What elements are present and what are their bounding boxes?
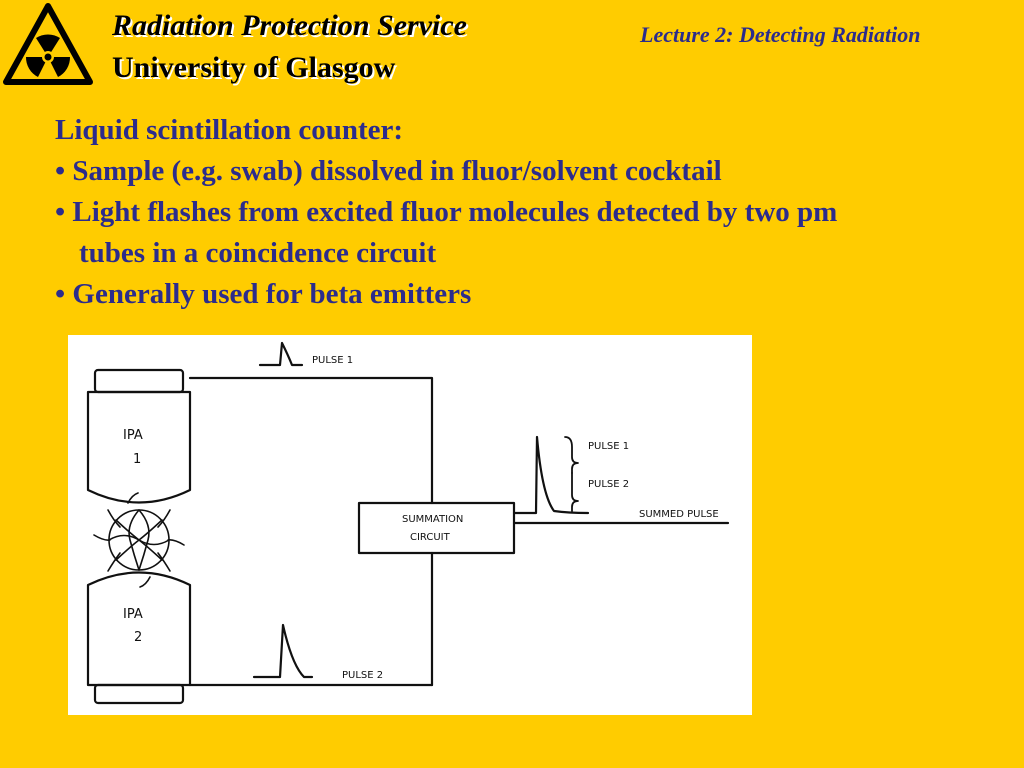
diagram-svg: IPA 1 IPA 2 PULSE 1 PULSE 2 SUMMATION CI… — [86, 341, 730, 705]
bullet-item: • Light flashes from excited fluor molec… — [55, 196, 838, 228]
circuit-wires — [188, 376, 730, 687]
summation-circuit-box — [357, 501, 516, 555]
radiation-trefoil-icon — [3, 3, 93, 85]
bullet-item: • Generally used for beta emitters — [55, 278, 472, 310]
pulse-2-waveform — [252, 623, 314, 679]
tube-1-number: 1 — [133, 452, 141, 467]
bullet-item-continuation: tubes in a coincidence circuit — [79, 237, 437, 269]
coincidence-circuit-diagram: IPA 1 IPA 2 PULSE 1 PULSE 2 SUMMATION CI… — [68, 335, 752, 715]
org-title: Radiation Protection Service — [112, 9, 467, 42]
sum-pulse-1-label: PULSE 1 — [588, 441, 629, 452]
pulse-1-waveform — [258, 341, 304, 367]
tube-1-label: IPA — [123, 428, 143, 443]
slide-content: Liquid scintillation counter: • Sample (… — [55, 110, 995, 315]
sample-vial — [93, 492, 185, 588]
pulse-2-brace — [571, 472, 579, 512]
lecture-title: Lecture 2: Detecting Radiation — [640, 22, 921, 47]
tube-2-number: 2 — [134, 630, 142, 645]
pulse-2-label: PULSE 2 — [342, 670, 383, 681]
sum-pulse-2-label: PULSE 2 — [588, 479, 629, 490]
summed-pulse-label: SUMMED PULSE — [639, 509, 719, 520]
pulse-1-label: PULSE 1 — [312, 355, 353, 366]
tube-2-label: IPA — [123, 607, 143, 622]
summation-label-line1: SUMMATION — [402, 514, 463, 525]
org-subtitle: University of Glasgow — [112, 51, 396, 84]
summed-pulse-waveform — [512, 435, 590, 515]
bullet-item: • Sample (e.g. swab) dissolved in fluor/… — [55, 155, 722, 187]
pm-tube-2 — [86, 571, 192, 705]
pulse-1-brace — [564, 436, 579, 474]
radiation-warning-logo — [0, 0, 96, 88]
pm-tube-1 — [86, 368, 192, 504]
content-heading: Liquid scintillation counter: — [55, 114, 404, 146]
summation-label-line2: CIRCUIT — [410, 532, 451, 543]
